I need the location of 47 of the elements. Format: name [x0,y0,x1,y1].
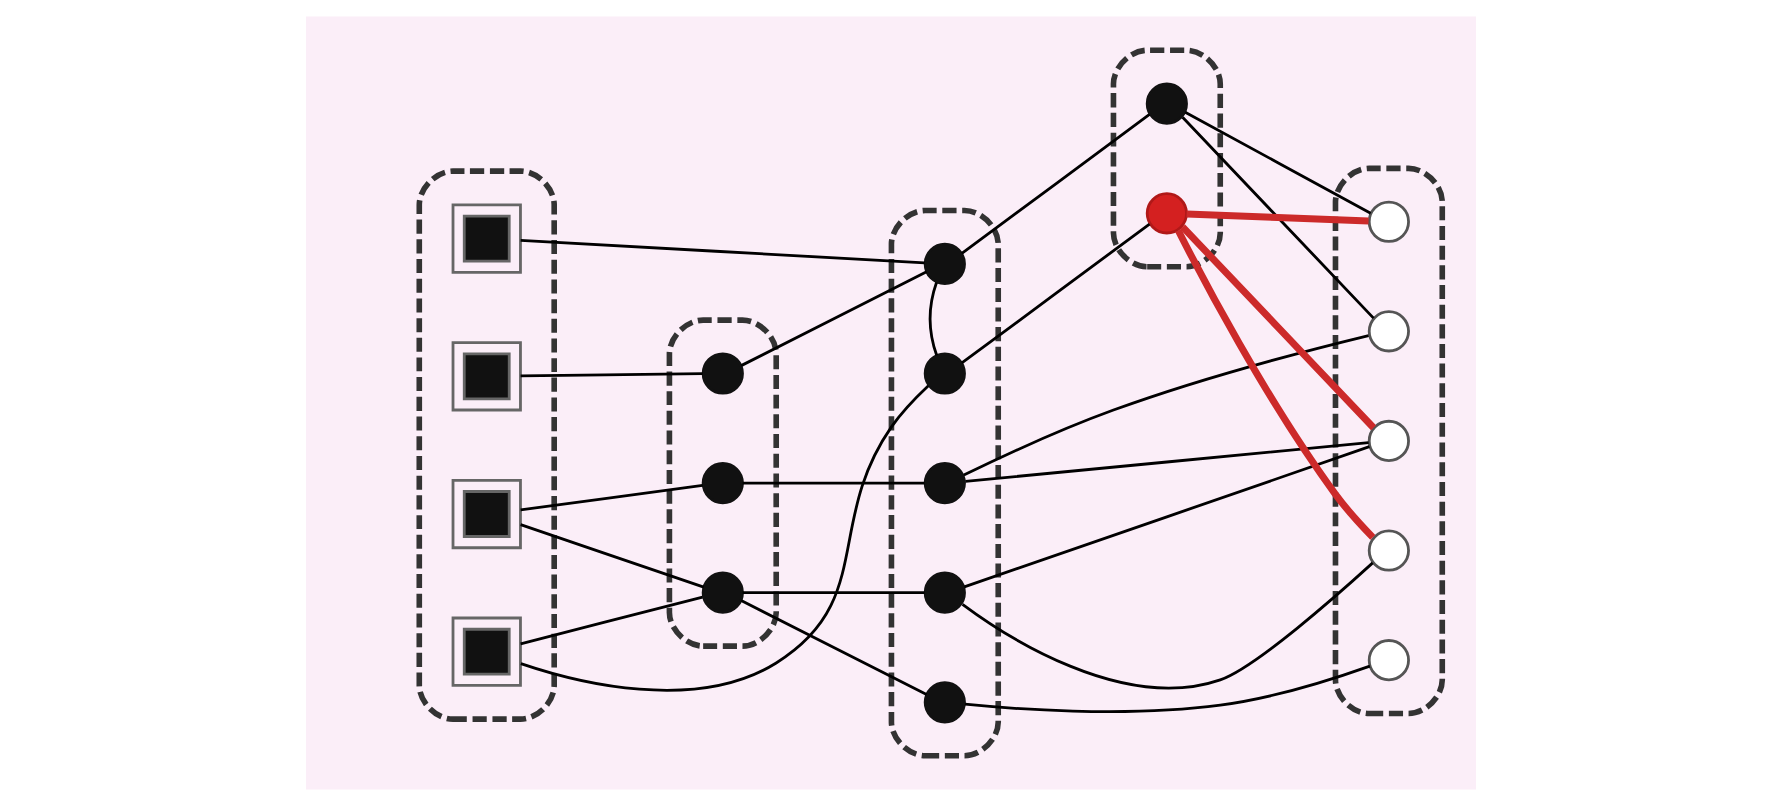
connector [1180,224,1377,431]
node-circle [1145,82,1188,125]
node-circle [1367,529,1410,572]
node-box [451,616,522,687]
node-circle [1367,419,1410,462]
node-circle [1367,200,1410,243]
connector [520,523,705,589]
connector [520,484,703,512]
node-box [451,203,522,274]
node-circle [701,352,744,395]
connector [928,282,939,356]
node-circle [923,352,966,395]
node-circle [701,462,744,505]
connector [740,599,928,696]
node-box [451,341,522,412]
node-circle [701,571,744,614]
connector [1186,210,1369,225]
connector [742,481,925,485]
connector [520,238,925,265]
connector [1184,110,1372,215]
connector [520,595,703,646]
connector [520,384,930,692]
node-circle [1145,192,1188,235]
connector [740,270,928,367]
connector [965,441,1369,483]
connector [1175,228,1376,540]
connector [961,113,1151,255]
cluster [888,207,1002,759]
connector [961,561,1374,690]
node-circle [923,242,966,285]
connector [963,445,1370,589]
connector [964,664,1371,713]
node-circle [1367,639,1410,682]
cluster [1332,165,1446,717]
connector [742,591,925,595]
cluster [666,317,779,649]
node-circle [923,571,966,614]
connector [1181,116,1375,320]
connector [961,222,1151,365]
cluster [416,168,557,722]
cluster [1110,47,1224,270]
node-circle [923,681,966,724]
node-circle [923,462,966,505]
connector [963,334,1369,477]
connector [520,372,703,378]
node-circle [1367,310,1410,353]
node-box [451,478,522,550]
